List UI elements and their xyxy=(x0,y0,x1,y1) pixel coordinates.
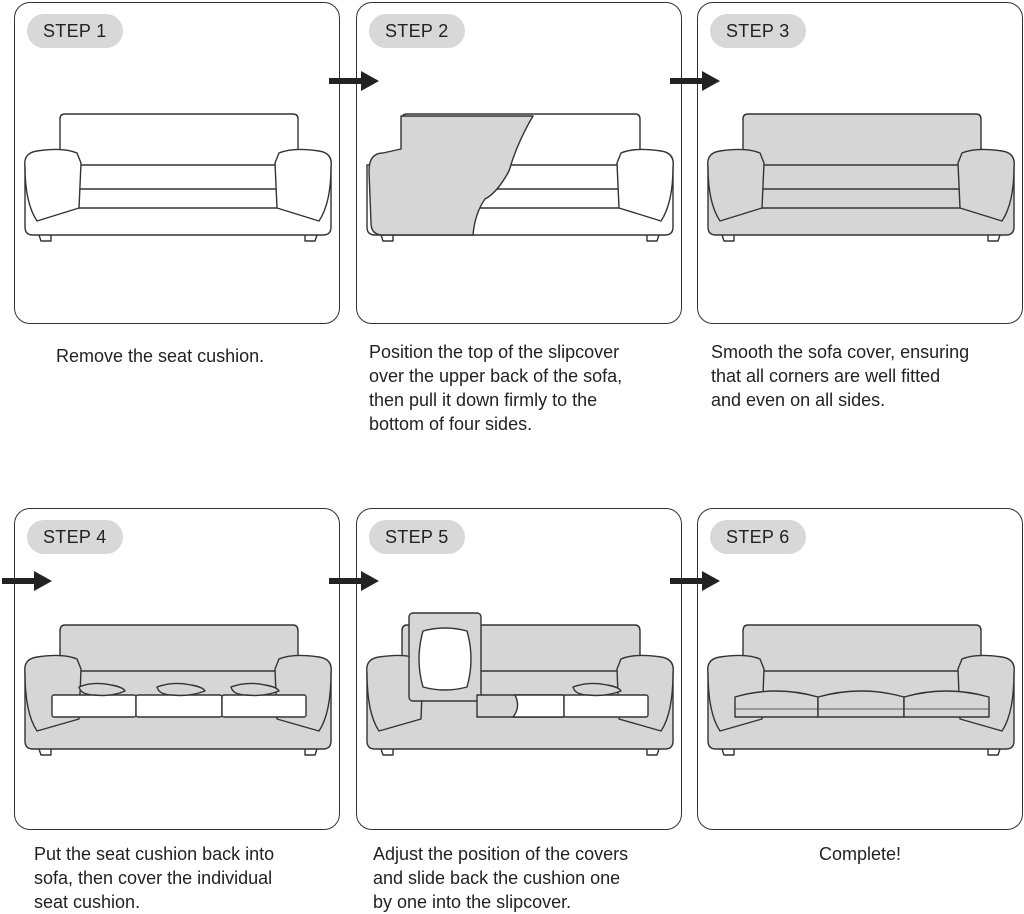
caption-line: and slide back the cushion one xyxy=(373,868,621,888)
step-4-caption: Put the seat cushion back into sofa, the… xyxy=(34,842,274,914)
caption-line: Put the seat cushion back into xyxy=(34,844,275,864)
step-5-caption: Adjust the position of the covers and sl… xyxy=(373,842,628,914)
caption-line: sofa, then cover the individual xyxy=(34,868,273,888)
caption-line: over the upper back of the sofa, xyxy=(369,366,623,386)
sofa-fully-covered-illustration xyxy=(707,113,1015,242)
sofa-complete-illustration xyxy=(707,624,1015,756)
step-3-caption: Smooth the sofa cover, ensuring that all… xyxy=(711,340,969,412)
caption-line: then pull it down firmly to the xyxy=(369,390,598,410)
step-2-panel: STEP 2 xyxy=(356,2,682,324)
right-arrow-icon xyxy=(670,571,720,591)
sofa-partially-covered-illustration xyxy=(366,113,674,242)
step-5-panel: STEP 5 xyxy=(356,508,682,830)
caption-line: Remove the seat cushion. xyxy=(56,346,265,366)
caption-line: that all corners are well fitted xyxy=(711,366,941,386)
step-4-panel: STEP 4 xyxy=(14,508,340,830)
caption-line: seat cushion. xyxy=(34,892,141,912)
sofa-cushions-back-illustration xyxy=(24,624,332,756)
caption-line: Adjust the position of the covers xyxy=(373,844,629,864)
right-arrow-icon xyxy=(329,71,379,91)
caption-line: and even on all sides. xyxy=(711,390,886,410)
step-1-caption: Remove the seat cushion. xyxy=(56,344,264,368)
step-3-badge: STEP 3 xyxy=(710,14,806,48)
step-3-panel: STEP 3 xyxy=(697,2,1023,324)
right-arrow-icon xyxy=(329,571,379,591)
step-6-badge: STEP 6 xyxy=(710,520,806,554)
caption-line: by one into the slipcover. xyxy=(373,892,572,912)
right-arrow-icon xyxy=(2,571,52,591)
step-6-panel: STEP 6 xyxy=(697,508,1023,830)
caption-line: Complete! xyxy=(818,844,902,864)
step-4-badge: STEP 4 xyxy=(27,520,123,554)
caption-line: Position the top of the slipcover xyxy=(369,342,620,362)
caption-line: bottom of four sides. xyxy=(369,414,533,434)
step-2-badge: STEP 2 xyxy=(369,14,465,48)
sofa-cushion-cover-illustration xyxy=(366,612,674,756)
step-1-badge: STEP 1 xyxy=(27,14,123,48)
step-2-caption: Position the top of the slipcover over t… xyxy=(369,340,622,436)
right-arrow-icon xyxy=(670,71,720,91)
step-1-panel: STEP 1 xyxy=(14,2,340,324)
sofa-uncovered-illustration xyxy=(24,113,332,242)
step-6-caption: Complete! xyxy=(697,842,1023,866)
step-5-badge: STEP 5 xyxy=(369,520,465,554)
caption-line: Smooth the sofa cover, ensuring xyxy=(711,342,970,362)
